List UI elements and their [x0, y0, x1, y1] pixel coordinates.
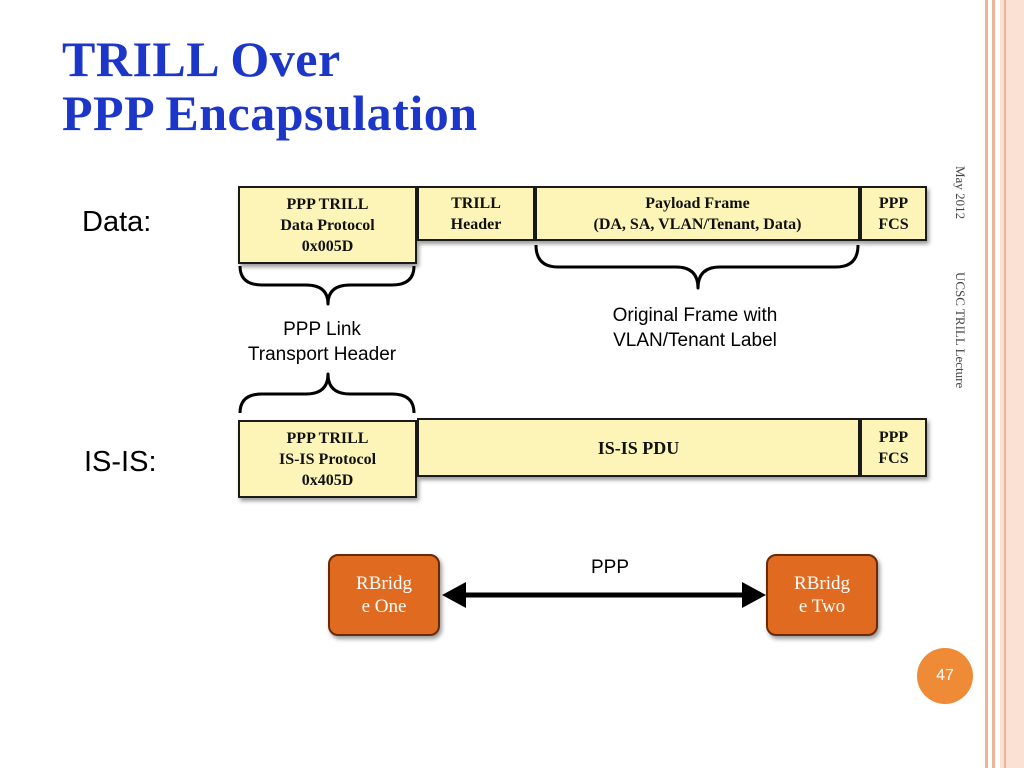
- data-ppp-fcs-field: PPP FCS: [860, 186, 927, 241]
- title-line-2: PPP Encapsulation: [62, 85, 478, 141]
- field-line: FCS: [878, 449, 909, 467]
- field-line: PPP TRILL: [286, 195, 369, 213]
- node-line: RBridg: [356, 573, 412, 594]
- caption-line: Original Frame with: [612, 305, 778, 326]
- trill-header-field: TRILL Header: [417, 186, 535, 241]
- isis-row-label: IS-IS:: [84, 446, 157, 478]
- brace-under-ppp-header: [238, 265, 416, 306]
- field-line: (DA, SA, VLAN/Tenant, Data): [593, 215, 802, 233]
- rbridge-two-node: RBridg e Two: [766, 554, 878, 636]
- ppp-trill-isis-protocol-field: PPP TRILL IS-IS Protocol 0x405D: [238, 420, 417, 498]
- stripe-line-3: [1004, 0, 1006, 768]
- brace-under-original-frame: [534, 244, 860, 290]
- rbridge-one-node: RBridg e One: [328, 554, 440, 636]
- node-line: e One: [361, 596, 407, 617]
- node-line: e Two: [798, 596, 846, 617]
- field-line: Payload Frame: [645, 194, 750, 212]
- slide-date: May 2012: [953, 166, 968, 220]
- field-line: PPP TRILL: [286, 429, 369, 447]
- isis-pdu-field: IS-IS PDU: [417, 418, 860, 477]
- field-line: IS-IS Protocol: [278, 450, 377, 468]
- stripe-line-2: [992, 0, 995, 768]
- field-line: Data Protocol: [280, 216, 375, 234]
- data-row-label: Data:: [82, 206, 152, 238]
- caption-line: VLAN/Tenant Label: [613, 330, 777, 351]
- slide-title: TRILL Over PPP Encapsulation: [62, 32, 478, 140]
- node-line: RBridg: [794, 573, 850, 594]
- brace-above-isis-header: [238, 372, 416, 414]
- field-line: PPP: [878, 194, 909, 212]
- field-line: TRILL: [451, 194, 501, 212]
- field-line: 0x005D: [301, 237, 354, 255]
- caption-line: PPP Link: [283, 319, 361, 340]
- title-line-1: TRILL Over: [62, 31, 341, 87]
- caption-line: Transport Header: [247, 344, 397, 365]
- field-line: IS-IS PDU: [597, 438, 680, 458]
- page-number-badge: 47: [917, 648, 973, 704]
- ppp-link-label: PPP: [590, 557, 630, 578]
- field-line: 0x405D: [301, 471, 354, 489]
- field-line: PPP: [878, 428, 909, 446]
- slide-footer: UCSC TRILL Lecture: [953, 272, 968, 389]
- ppp-trill-data-protocol-field: PPP TRILL Data Protocol 0x005D: [238, 186, 417, 264]
- ppp-link-arrowhead-left: [442, 582, 466, 608]
- isis-ppp-fcs-field: PPP FCS: [860, 418, 927, 477]
- ppp-link-arrowhead-right: [742, 582, 766, 608]
- field-line: Header: [450, 215, 502, 233]
- ppp-link-transport-header-caption: PPP Link Transport Header: [217, 317, 427, 367]
- field-line: FCS: [878, 215, 909, 233]
- original-frame-caption: Original Frame with VLAN/Tenant Label: [560, 303, 830, 353]
- stripe-line-1: [985, 0, 988, 768]
- payload-frame-field: Payload Frame (DA, SA, VLAN/Tenant, Data…: [535, 186, 860, 241]
